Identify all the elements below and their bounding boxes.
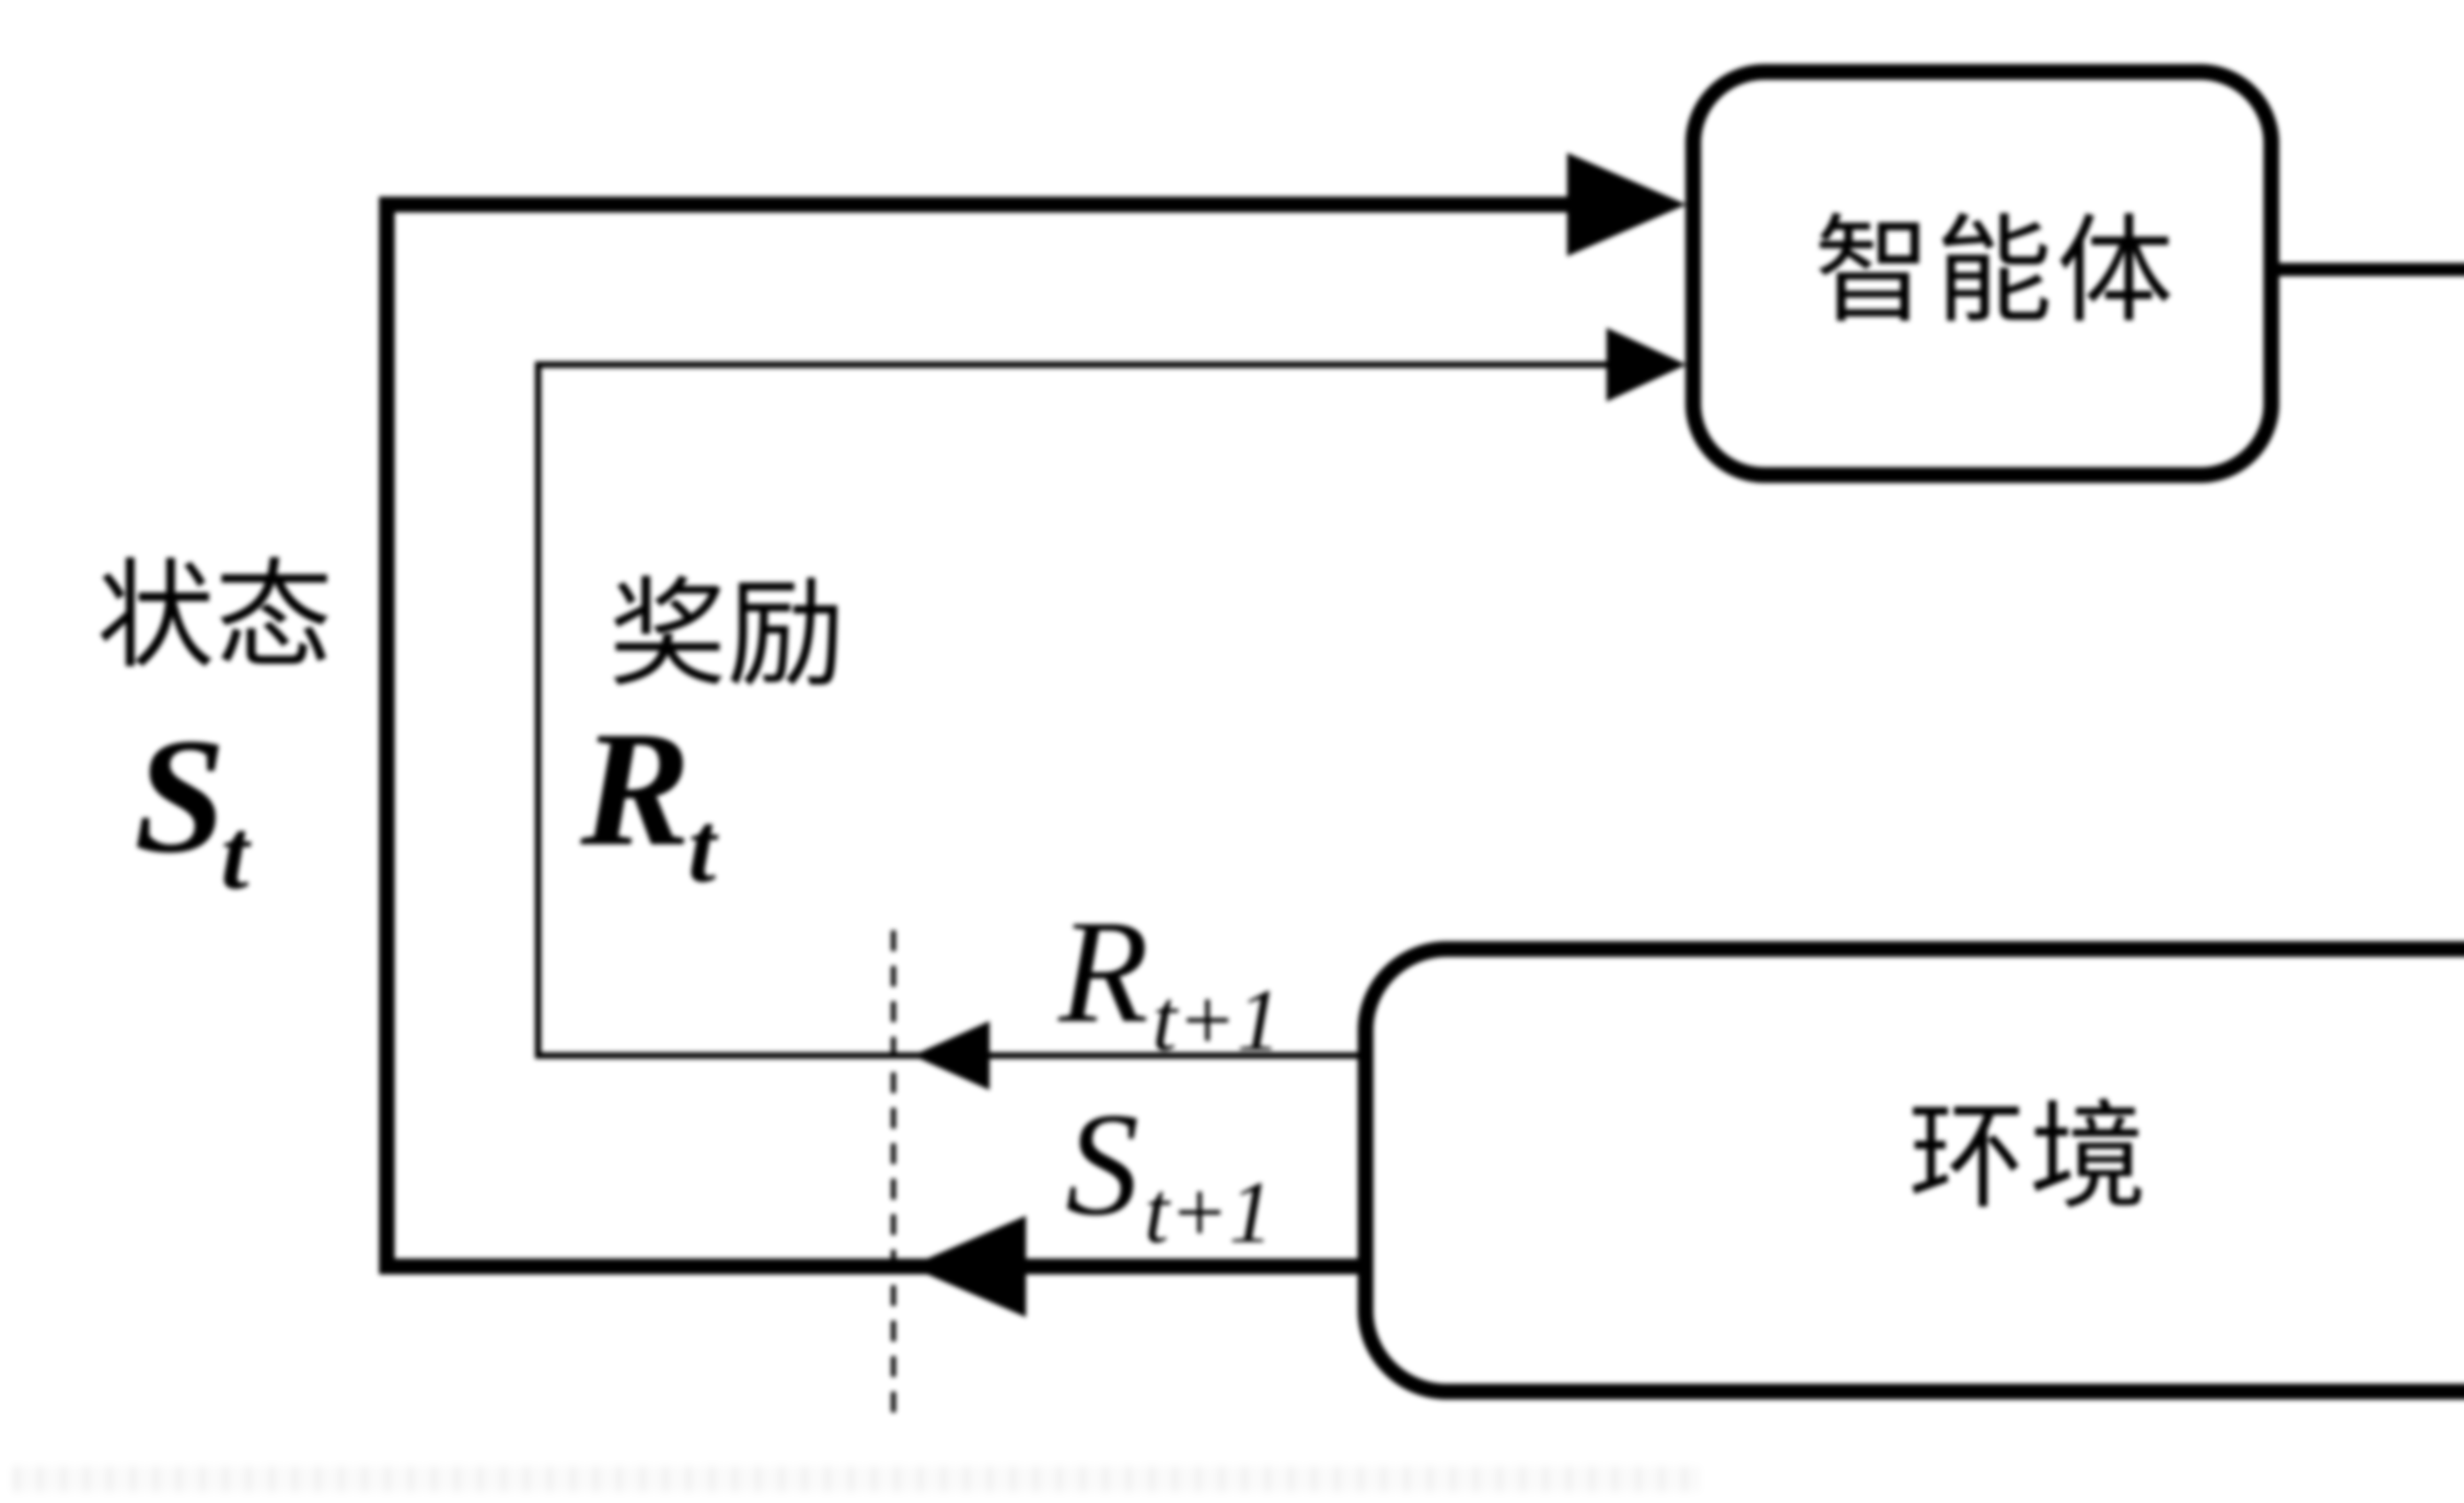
environment-node-label: 环境	[1908, 1093, 2151, 1223]
next-state-subscript: t+1	[1144, 1163, 1273, 1261]
environment-node-box	[1358, 941, 2464, 1400]
state-label: 状态	[97, 551, 333, 683]
next-reward-symbol: R	[1056, 889, 1149, 1053]
cut-off-caption-fragment	[15, 1466, 1700, 1492]
next-state-arrowhead-icon	[909, 1216, 1026, 1317]
state-symbol-subscript: t	[221, 798, 252, 910]
reward-into-agent-arrowhead-icon	[1607, 328, 1686, 402]
reward-label: 奖励	[609, 570, 845, 701]
state-symbol: S	[134, 704, 226, 887]
next-reward-subscript: t+1	[1152, 971, 1281, 1069]
state-loop-line	[379, 197, 1592, 1274]
state-into-agent-arrowhead-icon	[1567, 153, 1686, 256]
next-state-symbol: S	[1065, 1082, 1139, 1246]
reward-symbol: R	[578, 697, 691, 880]
reward-symbol-subscript: t	[688, 791, 719, 903]
agent-node-label: 智能体	[1814, 207, 2178, 337]
agent-node-box	[1685, 64, 2279, 483]
next-reward-arrowhead-icon	[913, 1021, 990, 1090]
